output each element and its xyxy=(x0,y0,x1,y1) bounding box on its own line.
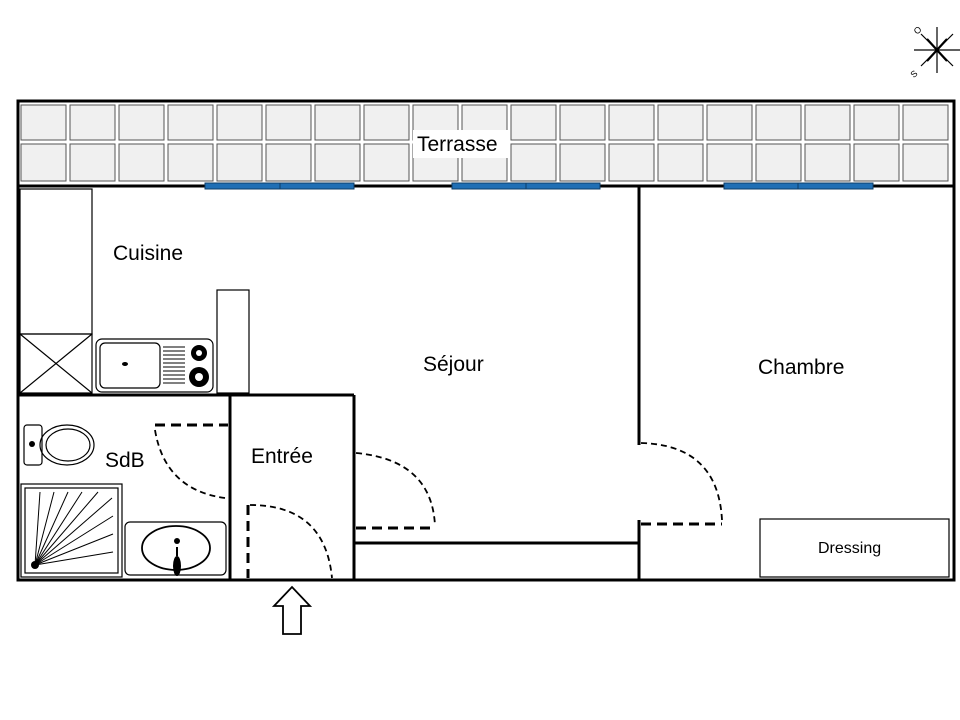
terrace-tile xyxy=(853,104,900,141)
terrace-tile xyxy=(559,104,606,141)
terrace-tile xyxy=(118,143,165,182)
terrace-tile xyxy=(510,143,557,182)
terrace-tile xyxy=(559,143,606,182)
compass-icon xyxy=(914,27,960,73)
terrace-tile xyxy=(20,143,67,182)
terrace-tile xyxy=(265,104,312,141)
room-label-terrasse: Terrasse xyxy=(417,133,498,156)
cooktop-burners xyxy=(189,345,209,387)
terrace-tile xyxy=(216,143,263,182)
window-chambre-1 xyxy=(723,182,799,190)
terrace-tile xyxy=(657,104,704,141)
terrace-tile xyxy=(69,143,116,182)
terrace-tile xyxy=(510,104,557,141)
sink-drain xyxy=(122,362,128,366)
window-cuisine-1 xyxy=(204,182,281,190)
terrace-tile xyxy=(755,104,802,141)
sink-cooktop-unit xyxy=(95,338,214,393)
door-leaves xyxy=(155,423,722,578)
windows xyxy=(204,182,874,190)
room-label-dressing: Dressing xyxy=(818,540,881,557)
tap-handle xyxy=(173,556,181,576)
toilet-seat xyxy=(45,428,91,462)
terrace-tile xyxy=(706,143,753,182)
room-label-chambre: Chambre xyxy=(758,356,844,379)
terrace-tile xyxy=(167,143,214,182)
terrace-tile xyxy=(265,143,312,182)
kitchen-sink xyxy=(99,342,161,389)
room-label-cuisine: Cuisine xyxy=(113,242,183,265)
window-sejour-1 xyxy=(451,182,527,190)
window-cuisine-2 xyxy=(279,182,355,190)
terrace-tile xyxy=(608,104,655,141)
entrance-arrow-icon xyxy=(271,585,313,635)
terrace-tile xyxy=(167,104,214,141)
terrace-tile xyxy=(20,104,67,141)
terrace-tile xyxy=(804,104,851,141)
tap-dot xyxy=(174,538,180,544)
toilet-tank xyxy=(23,424,43,466)
terrace-tile xyxy=(706,104,753,141)
window-chambre-2 xyxy=(797,182,874,190)
terrace-tile xyxy=(118,104,165,141)
door-sdb-arc xyxy=(154,429,226,499)
kitchen-fixtures xyxy=(19,188,250,394)
compass-north-letter: O xyxy=(912,24,924,36)
terrace-tile xyxy=(755,143,802,182)
shower-tray xyxy=(24,487,119,574)
door-chambre-arc xyxy=(640,442,723,521)
terrace-tile xyxy=(804,143,851,182)
terrace-tile xyxy=(657,143,704,182)
shower-tray-outer xyxy=(20,483,123,578)
toilet-button xyxy=(29,441,35,447)
kitchen-appliance xyxy=(19,333,93,394)
terrace-tile xyxy=(608,143,655,182)
door-entrance-arc xyxy=(249,504,333,579)
outer-wall xyxy=(16,99,956,582)
kitchen-counter xyxy=(19,188,93,335)
terrace-tile xyxy=(363,104,410,141)
door-sejour-arc xyxy=(355,452,436,527)
window-sejour-2 xyxy=(525,182,601,190)
terrace-tile xyxy=(314,143,361,182)
compass-south-letter: S xyxy=(908,68,919,80)
terrace-tile xyxy=(363,143,410,182)
terrace-tile xyxy=(314,104,361,141)
terrace-tile xyxy=(902,104,949,141)
terrace-tile xyxy=(853,143,900,182)
fridge xyxy=(216,289,250,394)
terrace-tile xyxy=(69,104,116,141)
shower-rays xyxy=(34,491,114,566)
room-label-sejour: Séjour xyxy=(423,353,484,376)
terrace-tile xyxy=(216,104,263,141)
terrace-label-bg xyxy=(413,130,509,158)
room-label-sdb: SdB xyxy=(105,449,145,472)
terrace-tile xyxy=(902,143,949,182)
toilet-bowl xyxy=(39,424,95,466)
room-label-entree: Entrée xyxy=(251,445,313,468)
cooktop-lines xyxy=(163,346,185,384)
door-arcs xyxy=(154,429,723,579)
appliance-cross-2 xyxy=(19,333,93,394)
bathroom-fixtures xyxy=(20,424,227,578)
dressing-cabinet xyxy=(759,518,950,578)
